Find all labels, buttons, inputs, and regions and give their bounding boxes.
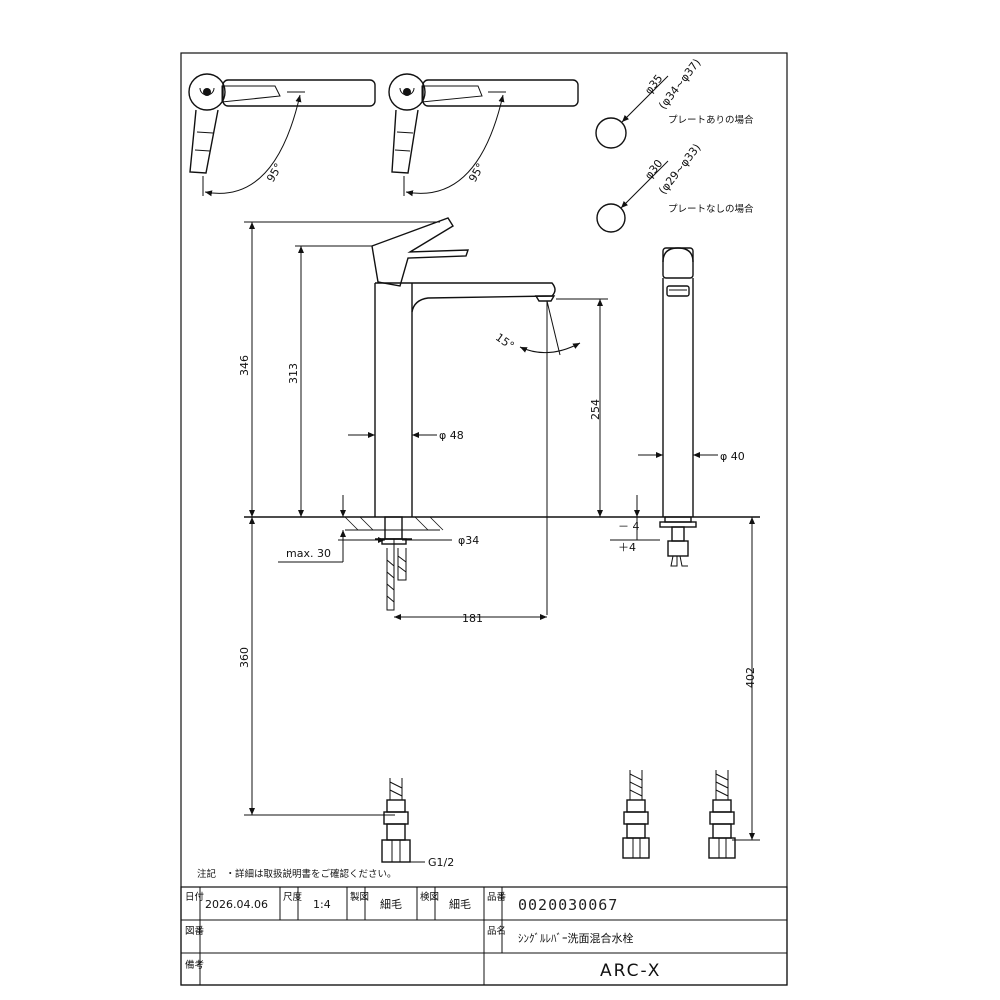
dim-total-height: 346 [238, 355, 251, 376]
lever-angle-label-left: 95° [264, 161, 285, 184]
dim-spout-angle: 15° [493, 331, 516, 353]
hole-with-plate-label: プレートありの場合 [668, 114, 754, 126]
lever-view-left [188, 73, 376, 197]
tb-drawn-by: 細毛 [380, 898, 402, 911]
tb-brand-logo: ARC-X [600, 961, 661, 981]
dim-body-height: 313 [287, 363, 300, 384]
dim-shank-dia: φ34 [458, 534, 479, 547]
tb-name-label: 品名 [487, 925, 506, 937]
hole-with-plate-range: (φ34~φ37) [656, 56, 703, 112]
hose-fitting-side-2 [708, 770, 736, 859]
drawing-note: 注記 ・詳細は取扱説明書をご確認ください。 [197, 868, 397, 880]
tb-name: ｼﾝｸﾞﾙﾚﾊﾞｰ洗面混合水栓 [518, 931, 634, 945]
hole-with-plate-dia: φ35 [642, 72, 665, 97]
dim-tolerance-minus: － 4 [618, 520, 640, 533]
hose-fitting-center [381, 778, 411, 863]
tb-checked-label: 検図 [420, 891, 439, 903]
lever-view-right [388, 73, 579, 197]
hole-without-plate-range: (φ29~φ33) [656, 141, 703, 197]
tb-drawn-label: 製図 [350, 891, 369, 903]
tb-number: 0020030067 [518, 896, 618, 914]
dim-tolerance-plus: ＋4 [618, 541, 636, 554]
dim-thread: G1/2 [428, 856, 454, 869]
dim-hose-length-side: 402 [744, 667, 757, 688]
title-block [180, 886, 788, 986]
tb-checked-by: 細毛 [449, 898, 471, 911]
lever-angle-label-right: 95° [466, 161, 487, 184]
hole-without-plate [596, 160, 669, 233]
dim-reach: 181 [462, 612, 483, 625]
dim-body-dia: φ 48 [439, 429, 464, 442]
faucet-side-view [659, 247, 697, 567]
tb-scale-label: 尺度 [283, 891, 303, 903]
tb-date-label: 日付 [185, 892, 205, 903]
tb-date: 2026.04.06 [205, 898, 268, 911]
dim-hose-length: 360 [238, 647, 251, 668]
hole-with-plate [595, 75, 669, 149]
tb-dwg-label: 図番 [185, 925, 205, 937]
tb-number-label: 品番 [487, 891, 507, 903]
sheet-border [180, 52, 788, 986]
dim-max-thickness: max. 30 [286, 547, 331, 560]
tb-remarks-label: 備考 [185, 959, 204, 971]
tb-scale: 1:4 [313, 898, 331, 911]
hole-without-plate-dia: φ30 [642, 157, 665, 182]
dim-side-dia: φ 40 [720, 450, 745, 463]
hose-fitting-side-1 [622, 770, 650, 859]
dim-spout-height: 254 [589, 399, 602, 420]
hole-without-plate-label: プレートなしの場合 [668, 203, 754, 215]
